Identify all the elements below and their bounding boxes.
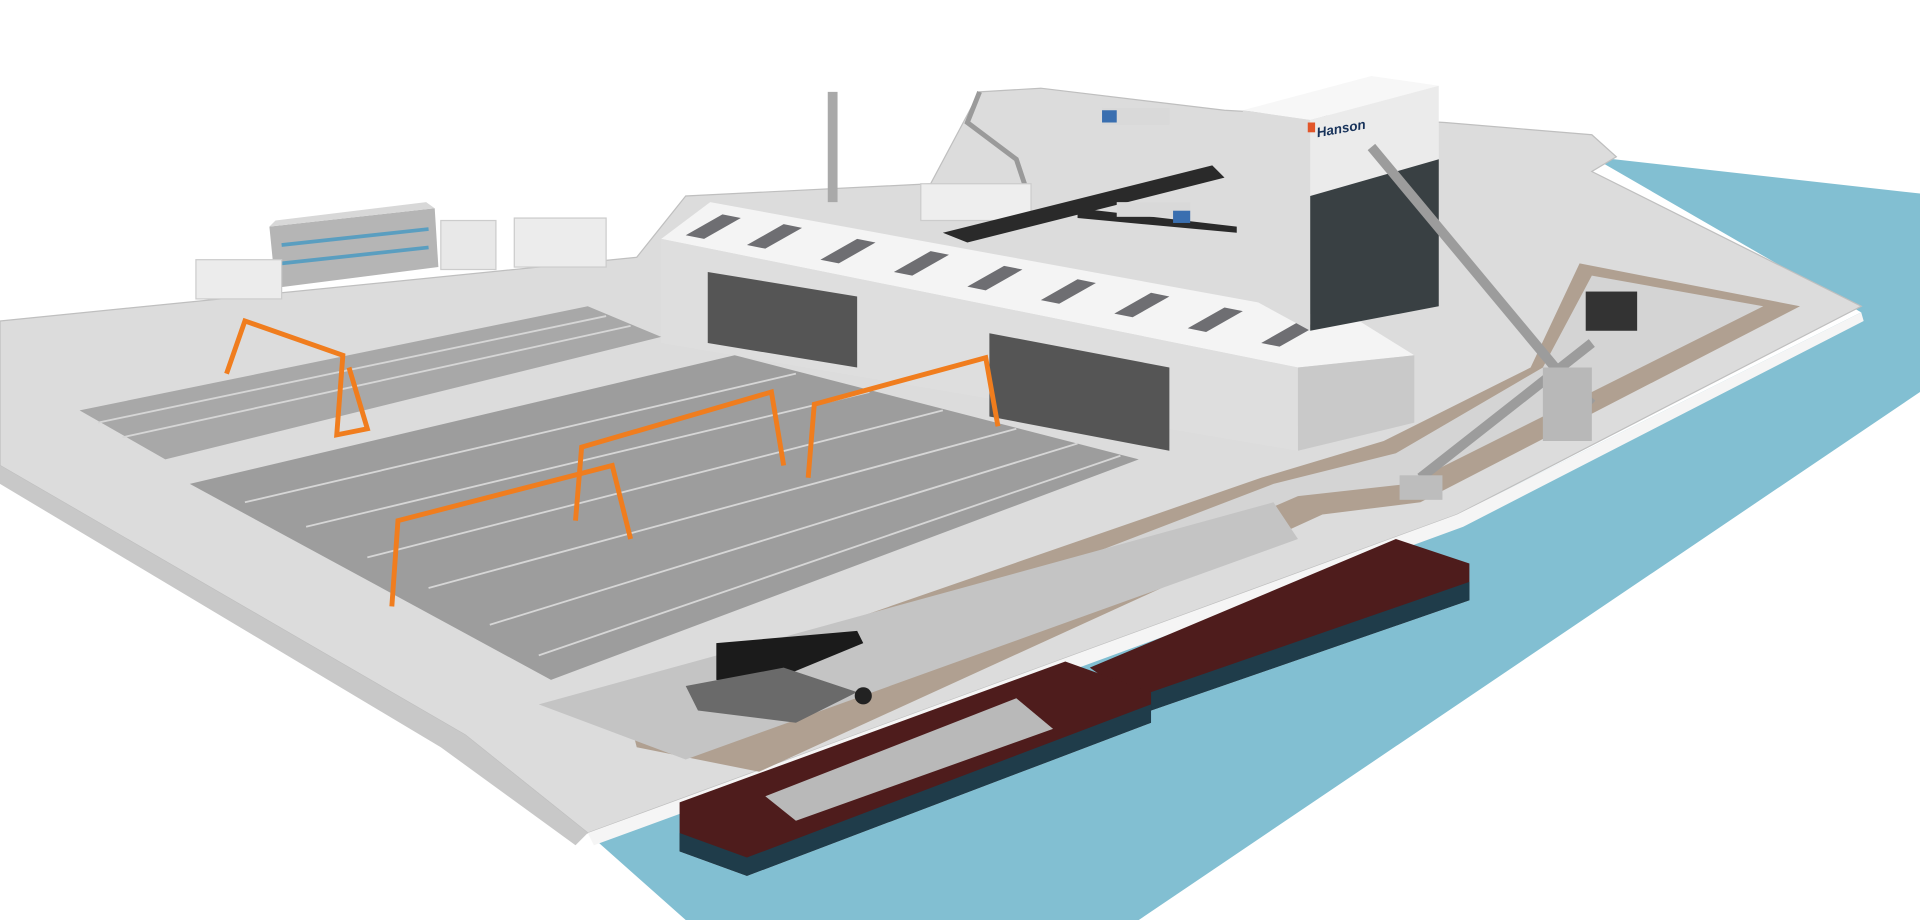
port-crane — [685, 630, 872, 723]
office-buildings — [195, 91, 1032, 300]
segment-stacks — [79, 306, 1139, 680]
gantry-cranes — [224, 317, 1001, 607]
silo-tower: Hanson — [1242, 75, 1638, 500]
main-hall — [661, 202, 1415, 451]
barges — [679, 539, 1470, 876]
hanson-logo-mark — [1307, 122, 1316, 133]
conveyor-dark — [942, 107, 1237, 243]
